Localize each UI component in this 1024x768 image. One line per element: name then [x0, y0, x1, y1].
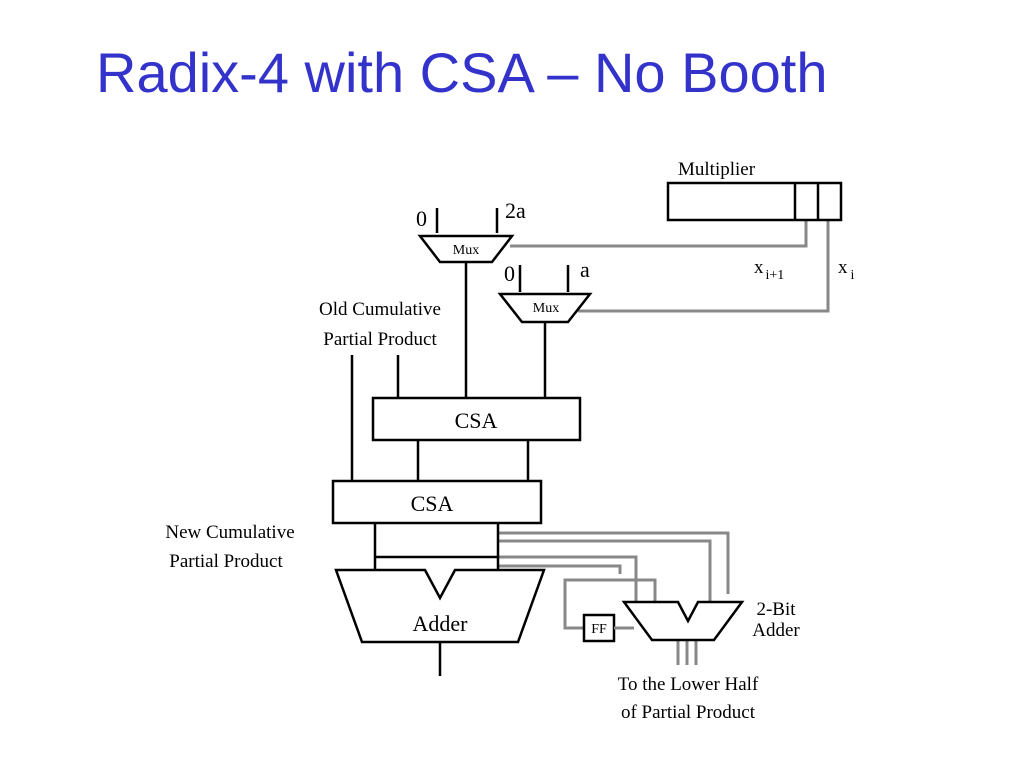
wire-carry-to-2bit-2: [498, 564, 622, 574]
svg-text:Mux: Mux: [533, 301, 559, 316]
wire-csa-to-2bit-1: [498, 531, 730, 594]
multiplier-label: Multiplier: [678, 159, 756, 180]
lower-half-label-1: To the Lower Half: [618, 674, 759, 695]
old-partial-label-1: Old Cumulative: [319, 299, 441, 320]
new-partial-label-2: Partial Product: [169, 551, 283, 572]
svg-text:CSA: CSA: [411, 491, 454, 516]
adder: Adder: [334, 568, 546, 644]
two-bit-adder-label-2: Adder: [752, 620, 800, 641]
svg-text:Adder: Adder: [413, 611, 469, 636]
multiplier-register: Multiplier: [666, 159, 843, 222]
wire-csa-to-2bit-2: [498, 539, 712, 604]
mux1-input-0: 0: [416, 206, 427, 231]
mux-1: Mux: [417, 234, 515, 264]
svg-text:FF: FF: [591, 622, 607, 637]
control-wires: [498, 220, 830, 665]
mux-2: Mux: [497, 292, 593, 324]
wire-xi1-to-mux1: [510, 220, 808, 248]
svg-text:Mux: Mux: [453, 243, 479, 258]
mux2-input-a: a: [580, 257, 590, 282]
slide-title: Radix-4 with CSA – No Booth: [96, 41, 828, 104]
old-partial-label-2: Partial Product: [323, 329, 437, 350]
lower-half-label-2: of Partial Product: [621, 702, 756, 723]
two-bit-adder-label-1: 2-Bit: [756, 599, 796, 620]
wire-xi-to-mux2: [578, 220, 830, 313]
wire-carry-to-2bit-1: [498, 555, 638, 602]
wire-ff-loop: [563, 578, 657, 630]
csa-1: CSA: [371, 396, 582, 442]
ff-register: FF: [582, 613, 616, 643]
svg-text:CSA: CSA: [455, 408, 498, 433]
csa-2: CSA: [331, 479, 543, 525]
two-bit-adder: [621, 600, 745, 642]
datapath-wires: [350, 208, 570, 676]
mux2-input-0: 0: [504, 261, 515, 286]
mux1-input-2a: 2a: [505, 198, 526, 223]
new-partial-label-1: New Cumulative: [165, 522, 294, 543]
